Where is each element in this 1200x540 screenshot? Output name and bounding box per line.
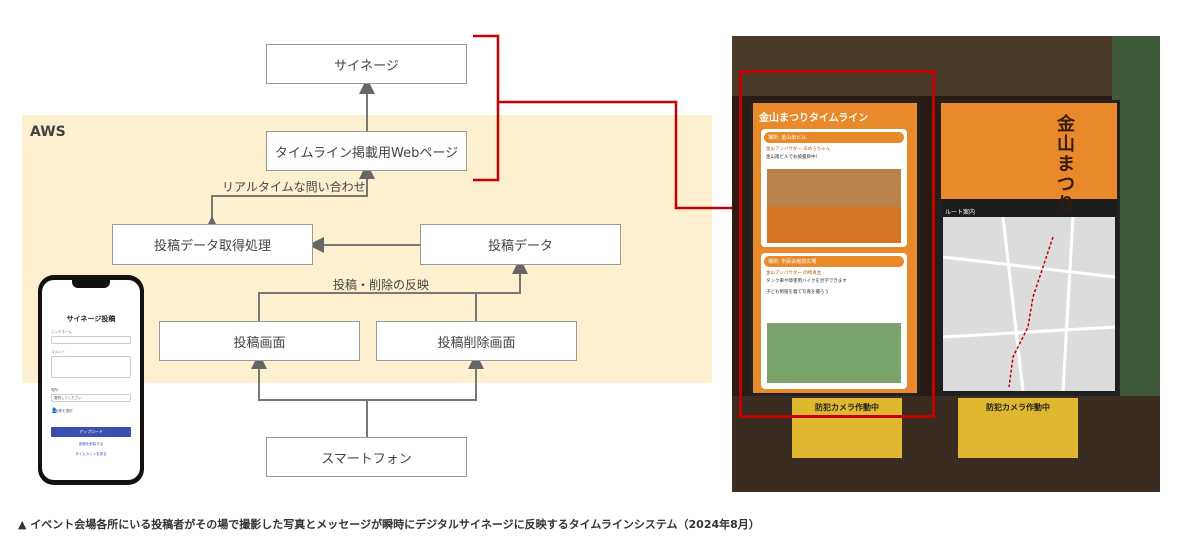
- timeline-card-2: 場所: 市民会館前広場 金山アンバサダー 岡崎真並 タンク車や障害用バイクを見学…: [761, 253, 907, 389]
- card2-photo: [767, 323, 901, 383]
- upload-button[interactable]: アップロード: [51, 427, 131, 437]
- highlight-connector: [498, 100, 742, 210]
- timeline-card-1: 場所: 金山南ビル 金山アンバサダー あめろちゃん 金山南ビルでお披露目中！: [761, 129, 907, 247]
- signage-right-header: 金山まつり: [941, 103, 1117, 215]
- route-map: [942, 216, 1116, 392]
- node-delete-screen: 投稿削除画面: [376, 321, 577, 361]
- highlight-bracket: [473, 34, 500, 182]
- route-path: [942, 216, 1116, 392]
- signage-left: 金山まつりタイムライン 場所: 金山南ビル 金山アンバサダー あめろちゃん 金山…: [750, 100, 920, 396]
- card1-place: 場所: 金山南ビル: [764, 132, 904, 143]
- photo-ceiling: [732, 36, 1160, 96]
- card2-user: 金山アンバサダー 岡崎真並: [766, 271, 822, 276]
- comment-label: コメント: [51, 350, 65, 354]
- edge-realtime-query: [204, 163, 375, 232]
- camera-sign-left: 防犯カメラ作動中: [792, 398, 902, 458]
- camera-sign-right: 防犯カメラ作動中: [958, 398, 1078, 458]
- node-fetch-process: 投稿データ取得処理: [112, 224, 313, 265]
- node-signage: サイネージ: [266, 44, 467, 84]
- view-timeline-link[interactable]: タイムラインを見る: [75, 452, 107, 456]
- phone-mockup: サイネージ投稿 ニックネーム コメント 場所 選択してください 画像を選択 👤 …: [38, 275, 144, 485]
- node-post-screen: 投稿画面: [159, 321, 360, 361]
- card2-message: タンク車や障害用バイクを見学できます: [766, 279, 847, 284]
- aws-label: AWS: [30, 124, 66, 140]
- edge-label-realtime-query: リアルタイムな問い合わせ: [222, 180, 366, 194]
- nickname-label: ニックネーム: [51, 330, 72, 334]
- camera-notice-left: 防犯カメラ作動中: [815, 403, 879, 412]
- location-label: 場所: [51, 388, 58, 392]
- edge-phone-to-delete: [367, 353, 484, 401]
- card1-message: 金山南ビルでお披露目中！: [766, 155, 820, 160]
- node-timeline-page: タイムライン掲載用Webページ: [266, 131, 467, 171]
- signage-photo: 金山まつりタイムライン 場所: 金山南ビル 金山アンバサダー あめろちゃん 金山…: [732, 36, 1160, 492]
- location-select[interactable]: 選択してください: [51, 394, 131, 402]
- edge-screens-to-data: [258, 258, 528, 321]
- card1-crowd: [767, 207, 901, 243]
- delete-post-link[interactable]: 投稿を削除する: [78, 442, 104, 446]
- edge-label-post-delete: 投稿・削除の反映: [333, 278, 430, 292]
- highlight-frame: [739, 70, 935, 418]
- card2-place: 場所: 市民会館前広場: [764, 256, 904, 267]
- edge-phone-to-screens: [251, 353, 368, 437]
- nickname-field[interactable]: [51, 336, 131, 344]
- photo-select-label[interactable]: 画像を選択: [55, 409, 73, 413]
- card3-message: 子ども制服を着て写真を撮ろう: [766, 290, 829, 295]
- signage-title: 金山まつりタイムライン: [759, 113, 869, 124]
- node-smartphone: スマートフォン: [266, 437, 467, 477]
- camera-notice-right: 防犯カメラ作動中: [986, 403, 1050, 412]
- phone-screen: サイネージ投稿 ニックネーム コメント 場所 選択してください 画像を選択 👤 …: [42, 280, 140, 480]
- card1-photo: [767, 169, 901, 243]
- location-select-value: 選択してください: [54, 396, 82, 400]
- node-post-data: 投稿データ: [420, 224, 621, 265]
- card1-user: 金山アンバサダー あめろちゃん: [766, 147, 831, 152]
- comment-field[interactable]: [51, 356, 131, 378]
- phone-form-title: サイネージ投稿: [66, 315, 116, 323]
- figure-caption: ▲ イベント会場各所にいる投稿者がその場で撮影した写真とメッセージが瞬時にデジタ…: [18, 518, 760, 531]
- signage-logo: 金山まつり: [1057, 114, 1075, 215]
- route-label: ルート案内: [945, 209, 976, 216]
- signage-right: 金山まつり ルート案内: [938, 100, 1120, 396]
- person-icon: 👤: [51, 408, 58, 414]
- phone-notch: [72, 280, 110, 288]
